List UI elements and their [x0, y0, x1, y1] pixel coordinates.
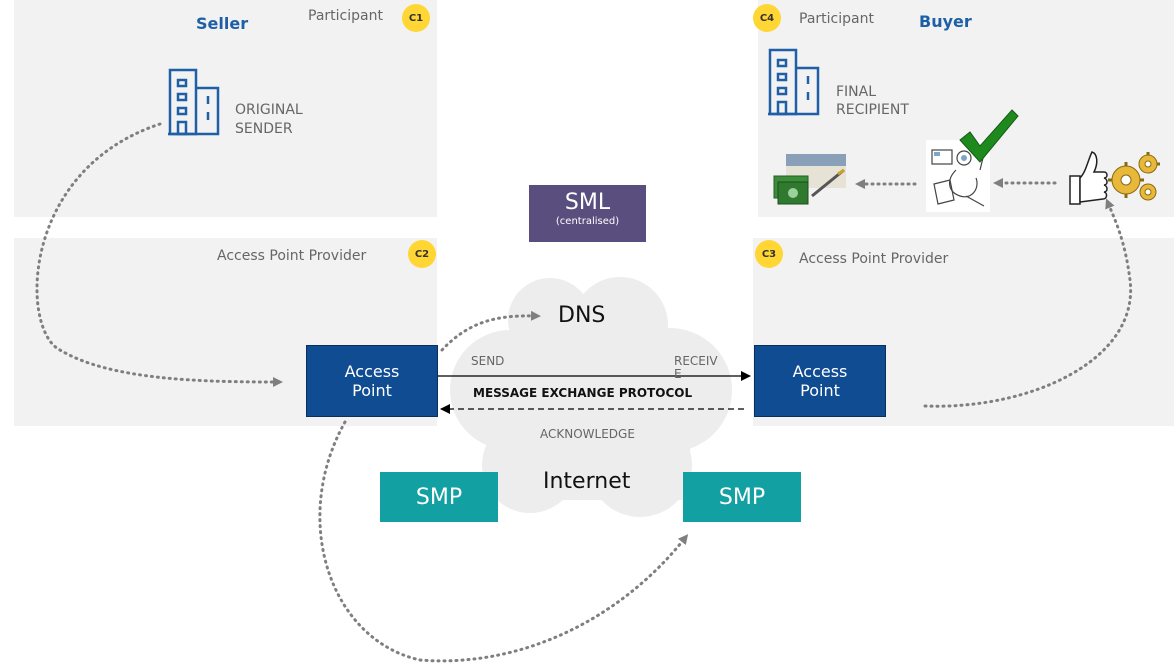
- final-recipient-label-line1: FINAL: [836, 84, 877, 100]
- receive-label-line1: RECEIV: [674, 354, 718, 368]
- buyer-provider-label: Access Point Provider: [799, 251, 949, 267]
- sml-title: SML: [564, 190, 611, 215]
- seller-participant-panel: [14, 0, 437, 217]
- internet-cloud: [450, 277, 732, 517]
- dns-label: DNS: [558, 303, 606, 328]
- seller-provider-label: Access Point Provider: [217, 248, 367, 264]
- buyer-participant-label: Participant: [799, 11, 874, 27]
- final-recipient-label-line2: RECIPIENT: [836, 102, 909, 118]
- access-point-label-line1: Access: [792, 361, 848, 381]
- access-point-label-line2: Point: [352, 381, 392, 400]
- access-point-label-line1: Access: [344, 361, 400, 381]
- sml-subtitle: (centralised): [555, 216, 620, 227]
- sender-to-access-point-connector: [35, 122, 283, 387]
- badge-c1: C1: [402, 4, 430, 32]
- badge-c3: C3: [755, 240, 783, 268]
- message-exchange-protocol-label: MESSAGE EXCHANGE PROTOCOL: [473, 386, 693, 400]
- smp-right: SMP: [683, 472, 801, 522]
- send-label: SEND: [471, 354, 505, 368]
- seller-role-label: Seller: [196, 14, 249, 33]
- access-point-to-smp-connector: [318, 420, 689, 663]
- acknowledge-label: ACKNOWLEDGE: [540, 427, 635, 441]
- sml-box: SML (centralised): [529, 185, 646, 242]
- seller-participant-label: Participant: [308, 8, 383, 24]
- check-mark-icon: [959, 109, 1019, 163]
- access-point-label-line2: Point: [800, 381, 840, 400]
- smp-left: SMP: [380, 472, 498, 522]
- thumbs-up-gears-icon: [1069, 151, 1160, 205]
- access-point-to-buyer-connector: [923, 198, 1133, 408]
- internet-label: Internet: [543, 469, 631, 494]
- building-icon: [768, 48, 820, 116]
- money-documents-icon: [773, 154, 846, 205]
- receive-label-line2: E: [674, 367, 682, 381]
- buyer-role-label: Buyer: [919, 12, 972, 31]
- badge-c2: C2: [408, 240, 436, 268]
- building-icon: [168, 68, 220, 136]
- original-sender-label-line1: ORIGINAL: [235, 102, 303, 118]
- badge-c4: C4: [753, 4, 781, 32]
- original-sender-label-line2: SENDER: [235, 121, 293, 137]
- access-point-to-dns-connector: [440, 310, 541, 352]
